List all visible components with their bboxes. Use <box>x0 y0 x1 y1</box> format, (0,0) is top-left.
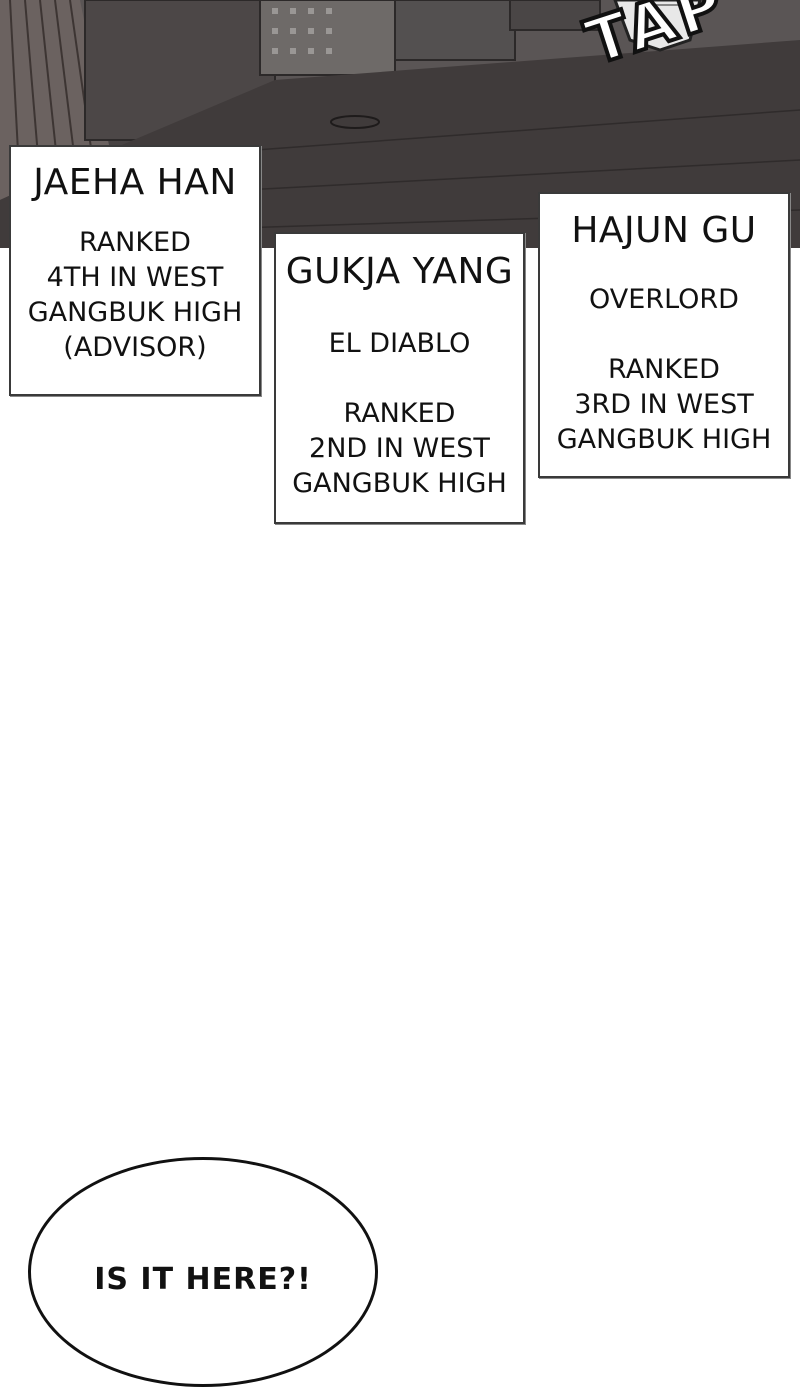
rank-line: GANGBUK HIGH <box>27 297 243 328</box>
character-name: GUKJA YANG <box>285 251 514 292</box>
character-title: EL DIABLO <box>328 328 471 359</box>
rank-line: (ADVISOR) <box>63 332 207 363</box>
speech-bubble: IS IT HERE?! <box>28 1157 378 1387</box>
rank-line: RANKED <box>343 398 456 429</box>
rank-line: GANGBUK HIGH <box>556 424 772 455</box>
character-name: JAEHA HAN <box>33 162 237 203</box>
character-card-jaeha-han: JAEHA HAN RANKED 4TH IN WEST GANGBUK HIG… <box>9 145 261 396</box>
rank-line: 4TH IN WEST <box>46 262 224 293</box>
character-name: HAJUN GU <box>571 210 757 251</box>
rank-line: GANGBUK HIGH <box>292 468 507 499</box>
rank-line: RANKED <box>608 354 720 385</box>
rank-line: 2ND IN WEST <box>309 433 490 464</box>
character-card-hajun-gu: HAJUN GU OVERLORD RANKED 3RD IN WEST GAN… <box>538 192 790 478</box>
character-title: OVERLORD <box>589 284 739 315</box>
rank-line: 3RD IN WEST <box>574 389 754 420</box>
character-card-gukja-yang: GUKJA YANG EL DIABLO RANKED 2ND IN WEST … <box>274 232 525 524</box>
rank-line: RANKED <box>79 227 191 258</box>
